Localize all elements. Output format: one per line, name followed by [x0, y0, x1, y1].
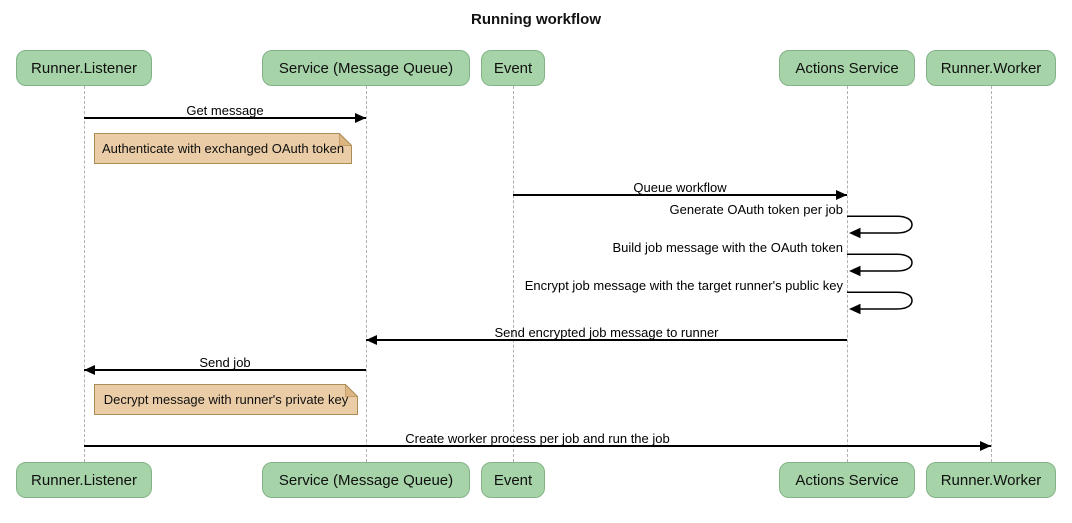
actor-service-message-queue-bottom: Service (Message Queue): [262, 462, 470, 498]
lifeline-runner-worker: [991, 86, 992, 462]
note: Decrypt message with runner's private ke…: [94, 384, 358, 415]
actor-runner-worker-bottom: Runner.Worker: [926, 462, 1056, 498]
message-line: [84, 369, 366, 371]
message-label: Send encrypted job message to runner: [494, 325, 719, 340]
note-fold-icon: [345, 384, 358, 397]
lifeline-service-message-queue: [366, 86, 367, 462]
actor-runner-listener-bottom: Runner.Listener: [16, 462, 152, 498]
message-line: [84, 117, 366, 119]
message-arrowhead: [836, 190, 847, 200]
note-fold-icon: [339, 133, 352, 146]
message-label: Send job: [199, 355, 251, 370]
self-loop-arrow: [847, 253, 913, 277]
message-line: [513, 194, 847, 196]
self-message-label: Generate OAuth token per job: [669, 202, 843, 217]
self-message-label: Build job message with the OAuth token: [612, 240, 843, 255]
actor-actions-service-top: Actions Service: [779, 50, 915, 86]
actor-event-top: Event: [481, 50, 545, 86]
message-line: [366, 339, 847, 341]
message-arrowhead: [366, 335, 377, 345]
lifeline-event: [513, 86, 514, 462]
note-label: Decrypt message with runner's private ke…: [103, 392, 349, 407]
message-arrowhead: [980, 441, 991, 451]
lifeline-runner-listener: [84, 86, 85, 462]
message-label: Create worker process per job and run th…: [405, 431, 670, 446]
note: Authenticate with exchanged OAuth token: [94, 133, 352, 164]
actor-runner-listener-top: Runner.Listener: [16, 50, 152, 86]
diagram-title: Running workflow: [471, 11, 601, 28]
self-loop-arrow: [847, 291, 913, 315]
note-label: Authenticate with exchanged OAuth token: [101, 141, 345, 156]
actor-event-bottom: Event: [481, 462, 545, 498]
self-loop-arrow: [847, 215, 913, 239]
self-message-label: Encrypt job message with the target runn…: [524, 278, 843, 293]
message-arrowhead: [355, 113, 366, 123]
message-label: Get message: [186, 103, 264, 118]
message-line: [84, 445, 991, 447]
lifeline-actions-service: [847, 86, 848, 462]
actor-actions-service-bottom: Actions Service: [779, 462, 915, 498]
actor-runner-worker-top: Runner.Worker: [926, 50, 1056, 86]
actor-service-message-queue-top: Service (Message Queue): [262, 50, 470, 86]
message-label: Queue workflow: [633, 180, 727, 195]
message-arrowhead: [84, 365, 95, 375]
